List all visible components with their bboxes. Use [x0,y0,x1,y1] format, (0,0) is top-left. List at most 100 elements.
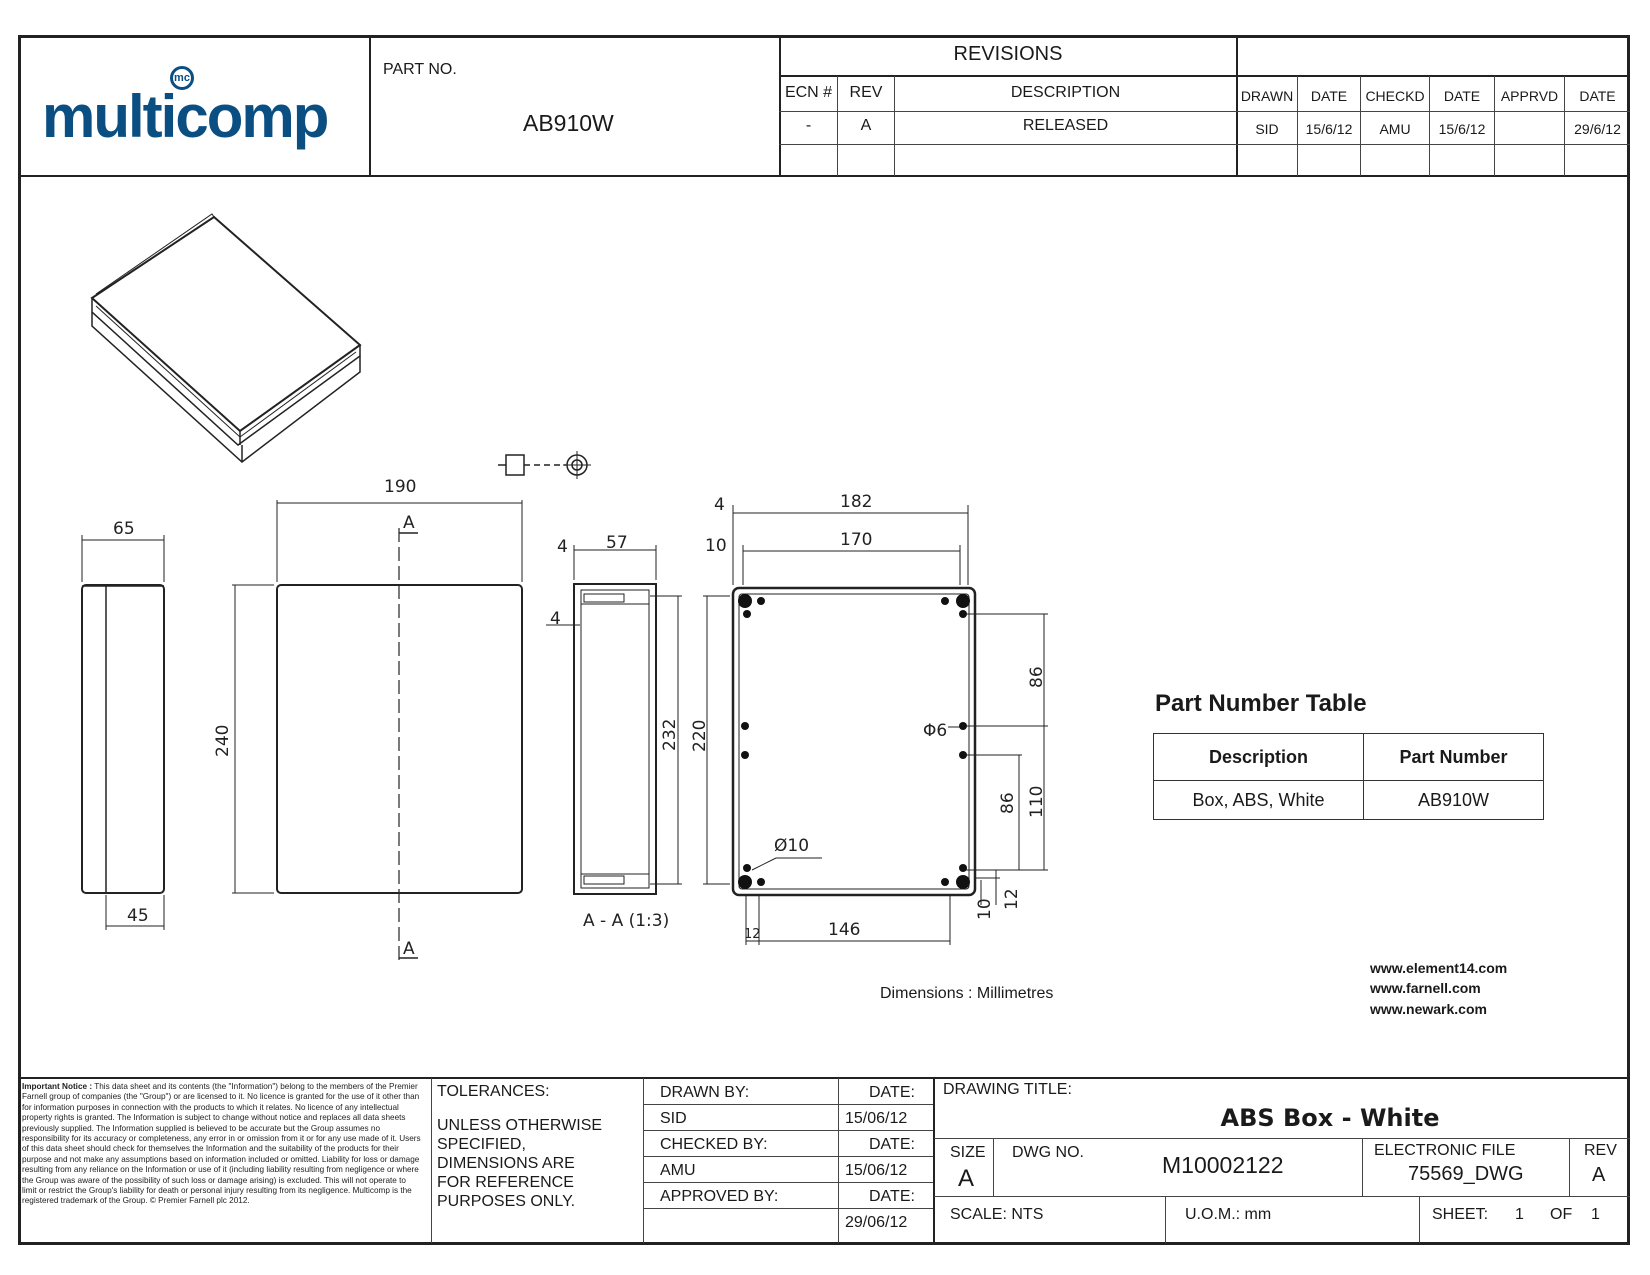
tolerances-line-4: FOR REFERENCE [437,1174,574,1191]
notice-title: Important Notice : [22,1082,93,1091]
sign-header-apprvd: APPRVD [1500,88,1559,104]
dim-phi10: Ø10 [774,836,809,856]
dim-12-b: 12 [744,927,761,942]
feature-symbol [498,451,591,479]
dim-240: 240 [213,725,233,757]
part-table-description: Box, ABS, White [1153,780,1364,820]
tolerances-line-5: PURPOSES ONLY. [437,1193,576,1210]
link-element14[interactable]: www.element14.com [1370,960,1508,976]
dim-232: 232 [660,719,680,751]
approved-date-value: 29/06/12 [845,1214,908,1231]
sign-header-date-3: DATE [1579,88,1616,104]
checked-date-value: 15/06/12 [845,1162,908,1179]
brand-logo: multicomp [42,83,329,150]
dim-4-c: 4 [714,495,725,515]
drawn-by-label: DRAWN BY: [660,1084,750,1101]
rev-row-ecn: - [805,117,812,134]
units-note: Dimensions : Millimetres [880,985,1054,1002]
part-table-header-description: Description [1153,733,1364,781]
footer-div-4 [933,1078,935,1243]
dim-190: 190 [384,477,416,497]
part-table-part-number: AB910W [1363,780,1544,820]
rev-col-2 [894,76,895,176]
sign-row-date-2: 15/6/12 [1438,121,1486,137]
rev-header-ecn: ECN # [784,84,833,101]
dwg-no-value: M10002122 [1162,1152,1284,1178]
sign-header-drawn: DRAWN [1240,88,1294,104]
footer-top-line [18,1077,1630,1079]
sheet-value: 1 [1515,1206,1524,1223]
mounting-holes [738,594,970,889]
dim-45: 45 [127,906,149,926]
sign-col-3 [1429,76,1430,176]
section-a-top: A [403,513,415,533]
sign-header-checkd: CHECKD [1365,88,1425,104]
title-size-div [993,1139,994,1196]
sign-row-date-1: 15/6/12 [1305,121,1353,137]
signoff-line-4 [644,1182,933,1183]
checked-date-label: DATE: [869,1136,915,1153]
drawing-title: ABS Box - White [1220,1104,1440,1132]
header-divider-2 [779,35,781,176]
rev-value: A [1592,1164,1606,1186]
footer-div-1 [431,1078,432,1243]
revisions-header-line [779,111,1630,112]
link-farnell[interactable]: www.farnell.com [1370,980,1481,996]
title-efile-div [1362,1139,1363,1196]
dim-57: 57 [606,533,628,553]
side-view [81,535,165,930]
efile-value: 75569_DWG [1408,1163,1524,1185]
isometric-box-view [90,213,362,463]
efile-label: ELECTRONIC FILE [1374,1142,1516,1159]
revisions-title-line [779,75,1630,77]
dim-12-a: 12 [1002,888,1022,910]
title-uom-div [1165,1197,1166,1243]
scale-text: SCALE: NTS [950,1206,1044,1223]
dim-10-a: 10 [705,536,727,556]
footer-div-3 [838,1078,839,1243]
tolerances-line-2: SPECIFIED, [437,1136,526,1153]
revisions-title: REVISIONS [953,43,1063,65]
size-value: A [958,1165,975,1192]
signoff-line-1 [644,1104,933,1105]
rev-header-rev: REV [849,84,883,101]
approved-date-label: DATE: [869,1188,915,1205]
size-label: SIZE [950,1144,986,1161]
title-rev-div [1569,1139,1570,1196]
drawn-date-label: DATE: [869,1084,915,1101]
sheet-total: 1 [1591,1206,1600,1223]
drawn-date-value: 15/06/12 [845,1110,908,1127]
drawn-by-value: SID [660,1110,687,1127]
dim-86-a: 86 [1027,666,1047,688]
rev-label: REV [1584,1142,1617,1159]
link-newark[interactable]: www.newark.com [1370,1001,1487,1017]
sign-header-date-1: DATE [1310,88,1348,104]
signoff-line-3 [644,1156,933,1157]
header-bottom-line [18,175,1630,177]
important-notice: Important Notice : This data sheet and i… [22,1082,422,1207]
bottom-view [703,505,1048,945]
part-no-label: PART NO. [383,61,457,78]
dim-10-b: 10 [975,898,995,920]
sign-col-4 [1494,76,1495,176]
title-sheet-div [1419,1197,1420,1243]
signoff-line-2 [644,1130,933,1131]
uom-text: U.O.M.: mm [1185,1206,1272,1223]
section-a-a-label: A - A (1:3) [583,911,669,931]
sheet-label: SHEET: [1432,1206,1489,1223]
header-divider-3 [1236,35,1238,176]
signoff-line-5 [644,1208,933,1209]
revisions-row-line [779,144,1630,145]
dim-182: 182 [840,492,872,512]
sign-col-2 [1360,76,1361,176]
dim-4-b: 4 [550,609,561,629]
dwg-no-label: DWG NO. [1012,1144,1084,1161]
rev-row-rev: A [860,117,872,134]
drawing-title-label: DRAWING TITLE: [943,1081,1072,1098]
section-view-a-a [546,545,682,895]
notice-body: This data sheet and its contents (the "I… [22,1082,421,1206]
footer-div-2 [643,1078,644,1243]
dim-65: 65 [113,519,135,539]
dim-86-b: 86 [998,792,1018,814]
